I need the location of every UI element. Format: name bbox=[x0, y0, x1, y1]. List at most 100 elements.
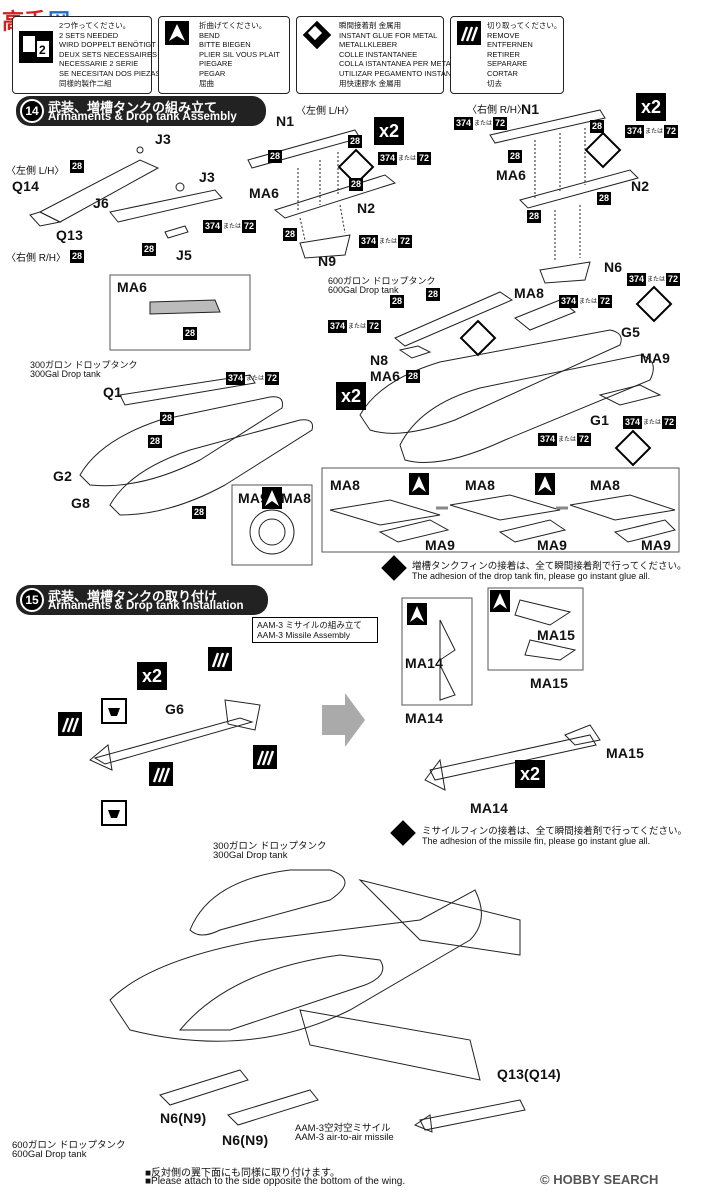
paint-or-jp: または bbox=[223, 223, 242, 230]
paint-code-b: 72 bbox=[265, 372, 280, 385]
paint-code-b: 72 bbox=[662, 416, 677, 429]
bend-icon bbox=[535, 473, 555, 495]
part-q14: Q14 bbox=[12, 178, 40, 194]
bend-icon bbox=[262, 487, 282, 509]
paint-or-jp: または bbox=[348, 323, 367, 330]
paint-or-jp: または bbox=[643, 419, 662, 426]
tank600-jp: 600ガロン ドロップタンク bbox=[328, 276, 436, 286]
opposite-note-jp: ■反対側の翼下面にも同様に取り付けます。 bbox=[145, 1168, 341, 1179]
tank600-en: 600Gal Drop tank bbox=[328, 285, 399, 295]
step14-title-jp: 武装、増槽タンクの組み立て bbox=[48, 100, 218, 115]
logo-prefix: © bbox=[540, 1172, 554, 1187]
side-right-label: 〈右側 R/H〉 bbox=[467, 105, 527, 116]
sanding-icon bbox=[101, 800, 127, 826]
logo-brand: HOBBY SEARCH bbox=[553, 1172, 659, 1187]
step15-number: 15 bbox=[20, 588, 44, 612]
tank300-jp: 300ガロン ドロップタンク bbox=[30, 360, 138, 370]
paint-code-a: 374 bbox=[378, 152, 398, 165]
color-28-chip: 28 bbox=[183, 327, 197, 340]
bend-icon bbox=[409, 473, 429, 495]
color-28-chip: 28 bbox=[348, 135, 362, 148]
paint-code-b: 72 bbox=[664, 125, 679, 138]
color-28-chip: 28 bbox=[597, 192, 611, 205]
paint-code-a: 374 bbox=[559, 295, 579, 308]
legend-bend: 折曲げてください。 BEND BITTE BIEGEN PLIER SIL VO… bbox=[158, 16, 290, 94]
part-q13-q14: Q13(Q14) bbox=[497, 1066, 561, 1082]
part-j3-b: J3 bbox=[199, 169, 215, 185]
fin-note-jp: 増槽タンクフィンの接着は、全て瞬間接着剤で行ってください。 bbox=[412, 561, 687, 572]
part-ma14-b: MA14 bbox=[405, 710, 444, 726]
tank300-jp-bottom: 300ガロン ドロップタンク bbox=[213, 841, 327, 852]
color-28-chip: 28 bbox=[390, 295, 404, 308]
paint-code-b: 72 bbox=[666, 273, 681, 286]
paint-or-jp: または bbox=[379, 238, 398, 245]
part-ma14-box: MA14 bbox=[405, 655, 444, 671]
part-ma9-circle: MA9 bbox=[238, 490, 269, 506]
color-28-chip: 28 bbox=[192, 506, 206, 519]
cut-icon bbox=[208, 647, 232, 671]
cut-icon bbox=[253, 745, 277, 769]
multiplier-x2-b: x2 bbox=[636, 93, 666, 121]
paint-code-a: 374 bbox=[203, 220, 223, 233]
paint-code-a: 374 bbox=[226, 372, 246, 385]
part-ma9-s2: MA9 bbox=[537, 537, 568, 553]
legend-cut-text: 切り取ってください。 REMOVE ENTFERNEN RETIRER SEPA… bbox=[487, 21, 562, 88]
tank300-en: 300Gal Drop tank bbox=[30, 369, 101, 379]
color-28-chip: 28 bbox=[283, 228, 297, 241]
bend-icon bbox=[490, 590, 510, 612]
part-n6-n9-a: N6(N9) bbox=[160, 1110, 207, 1126]
paint-code-a: 374 bbox=[454, 117, 474, 130]
paint-or-jp: または bbox=[474, 120, 493, 127]
part-n9: N9 bbox=[318, 253, 337, 269]
paint-code-b: 72 bbox=[242, 220, 257, 233]
color-28-chip: 28 bbox=[590, 120, 604, 133]
missile-note-jp: ミサイルフィンの接着は、全て瞬間接着剤で行ってください。 bbox=[422, 826, 688, 837]
part-ma6-right: MA6 bbox=[496, 167, 527, 183]
multiplier-x2-c: x2 bbox=[336, 382, 366, 410]
color-28-chip: 28 bbox=[148, 435, 162, 448]
paint-code-b: 72 bbox=[577, 433, 592, 446]
multiplier-x2-a: x2 bbox=[374, 117, 404, 145]
part-n2-left: N2 bbox=[357, 200, 376, 216]
aam3-en: AAM-3 air-to-air missile bbox=[295, 1132, 394, 1143]
legend-cut: 切り取ってください。 REMOVE ENTFERNEN RETIRER SEPA… bbox=[450, 16, 564, 94]
paint-or-jp: または bbox=[246, 375, 265, 382]
step14-header: 14 武装、増槽タンクの組み立て Armaments & Drop tank A… bbox=[16, 96, 266, 126]
cut-icon bbox=[457, 21, 481, 45]
part-n6-n9-b: N6(N9) bbox=[222, 1132, 269, 1148]
side-left-label: 〈左側 L/H〉 bbox=[296, 106, 355, 117]
paint-code-a: 374 bbox=[328, 320, 348, 333]
paint-code-a: 374 bbox=[623, 416, 643, 429]
paint-code-a: 374 bbox=[625, 125, 645, 138]
color-28-chip: 28 bbox=[142, 243, 156, 256]
part-ma9-s1: MA9 bbox=[425, 537, 456, 553]
color-28-chip: 28 bbox=[406, 370, 420, 383]
side-right-label-2: 〈右側 R/H〉 bbox=[6, 253, 66, 264]
fin-note-en: The adhesion of the drop tank fin, pleas… bbox=[412, 571, 651, 581]
part-q1: Q1 bbox=[103, 384, 123, 400]
color-28-chip: 28 bbox=[268, 150, 282, 163]
part-j5: J5 bbox=[176, 247, 192, 263]
part-ma14-c: MA14 bbox=[470, 800, 509, 816]
bend-icon bbox=[407, 603, 427, 625]
cut-icon bbox=[58, 712, 82, 736]
multiplier-x2-d: x2 bbox=[137, 662, 167, 690]
part-g5: G5 bbox=[621, 324, 641, 340]
part-ma9: MA9 bbox=[640, 350, 671, 366]
color-28-chip: 28 bbox=[349, 178, 363, 191]
part-n8: N8 bbox=[370, 352, 389, 368]
part-ma15-b: MA15 bbox=[530, 675, 569, 691]
legend-glue: 瞬間接着剤 金属用 INSTANT GLUE FOR METAL METALLK… bbox=[296, 16, 477, 94]
part-n2-right: N2 bbox=[631, 178, 650, 194]
step14-title-en: Armaments & Drop tank Assembly bbox=[48, 111, 237, 123]
paint-code-b: 72 bbox=[367, 320, 382, 333]
part-n6: N6 bbox=[604, 259, 623, 275]
